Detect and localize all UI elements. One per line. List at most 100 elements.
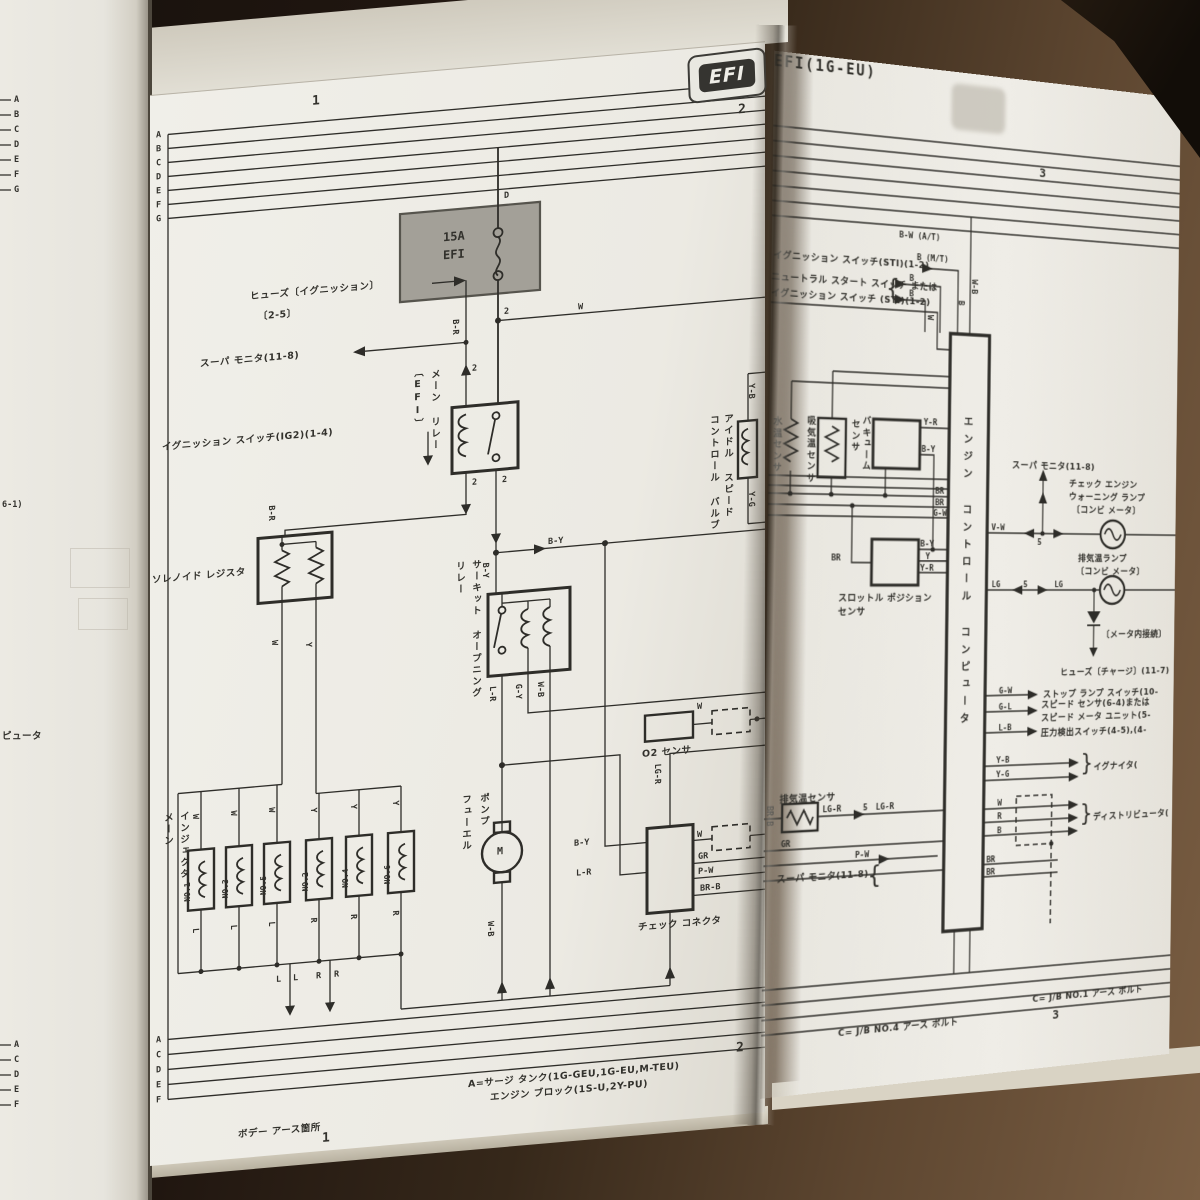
wire-b-y-drop	[604, 543, 647, 847]
injector-no: NO.3	[221, 878, 230, 899]
exhaust-lamp-circuit	[986, 576, 1175, 657]
margin-letter: B	[14, 110, 20, 120]
wire-label-l-b: L-B	[998, 723, 1012, 734]
main-relay	[284, 400, 520, 594]
check-engine-lamp-label3: 〔コンビ メータ〕	[1071, 504, 1141, 517]
wire-label-br: BR	[986, 867, 996, 878]
bus-letter: A	[156, 130, 162, 141]
fuel-pump	[480, 820, 524, 1001]
pin-label: 2	[502, 474, 508, 486]
motor-m: M	[497, 846, 504, 858]
fuse-name: EFI	[443, 246, 465, 263]
fuel-pump-label2: ポンプ	[478, 792, 489, 828]
wire-label-lg: LG	[1054, 580, 1064, 590]
wire-label-y-g: Y-G	[746, 490, 756, 508]
bus-letter: F	[156, 200, 162, 211]
wire-label-br-b: BR-B	[700, 882, 721, 894]
wire-label-br: BR	[986, 855, 996, 866]
bus-letter: F	[156, 1095, 162, 1106]
wire-label-b-y: B-Y	[921, 444, 936, 456]
main-relay-label: メーン リレー	[429, 368, 440, 452]
injector-no: NO.1	[183, 882, 192, 903]
bus-letter: E	[156, 1080, 162, 1091]
wire-label-l: L	[276, 974, 282, 985]
margin-letter: D	[14, 140, 20, 150]
fuse-rating: 15A	[443, 228, 465, 245]
exhaust-temp-label: 排気温センサ	[779, 792, 836, 806]
wire-label-y-b: Y-B	[996, 755, 1010, 766]
wire-label-r: R	[334, 969, 340, 980]
wire-label-lg-r: LG-R	[822, 804, 842, 816]
brace: {	[867, 861, 882, 890]
injector-bank-label: メーン	[162, 811, 173, 848]
bus-letter: D	[156, 1065, 162, 1076]
bus-letter: B	[156, 144, 162, 155]
wire-label-w: W	[997, 798, 1002, 809]
wire-label-br: BR	[831, 553, 841, 564]
wire-label-w: W	[925, 314, 934, 321]
margin-letter: F	[14, 170, 20, 180]
wire-label-b: B	[909, 273, 915, 284]
right-page: EFI(1G-EU) 3 B-W (A/T) B (M/T) イグニッション ス…	[760, 50, 1180, 1099]
wire-label-b-y: B-Y	[574, 837, 590, 849]
injector-no: NO.2	[301, 871, 310, 892]
isc-label2: コントロール バルブ	[708, 414, 719, 532]
isc-label: アイドル スピード	[722, 412, 733, 519]
showthrough-box	[70, 548, 130, 588]
pin-label: 2	[504, 306, 510, 318]
wire-label-b-y: B-Y	[920, 539, 935, 550]
wire-label-r: R	[308, 917, 318, 924]
bus-letter: C	[156, 158, 162, 169]
left-page: 1 2 EFI A B C D E F G A C D E F 15A EFI …	[150, 41, 767, 1167]
wire-label-v-w: V-W	[991, 523, 1005, 534]
showthrough-box	[78, 598, 128, 630]
wire-label-br: BR	[935, 486, 945, 497]
wire-label-b: B	[997, 826, 1002, 837]
wire-ig2	[423, 431, 433, 466]
wire-label-y: Y	[348, 803, 358, 810]
wire-label-w: W	[697, 701, 703, 713]
vacuum-label2: センサ	[849, 419, 860, 454]
bus-letter: G	[156, 214, 162, 225]
wire-label-r: R	[390, 910, 400, 917]
wire-label-y-b: Y-B	[746, 382, 756, 400]
wire-label-y: Y	[390, 800, 400, 807]
wire-label-l: L	[228, 924, 238, 931]
wire-label-r: R	[316, 971, 322, 982]
wire-label-y-r: Y-R	[920, 563, 934, 574]
margin-letter: G	[14, 185, 20, 195]
wire-label-lg-r: LG-R	[652, 763, 662, 785]
pin-label: 5	[862, 803, 868, 814]
left-diagram-geometry	[167, 81, 765, 1101]
vacuum-sensor	[872, 419, 950, 550]
wire-label-gr: GR	[698, 851, 709, 863]
cor-relay-label2: リレー	[454, 560, 465, 596]
margin-letter: A	[14, 95, 20, 105]
wire-label-lg-r: LG-R	[875, 802, 895, 813]
wire-label-l-r: L-R	[487, 685, 497, 702]
wire-label-w: W	[697, 829, 703, 841]
wire-label-b: B	[956, 300, 965, 306]
wire-label-w-b: W-B	[485, 920, 495, 938]
efi-logo-text: EFI	[698, 58, 756, 93]
brace: }	[1079, 800, 1093, 827]
ref-super-monitor: スーパ モニタ(11-8)	[1011, 460, 1096, 473]
fuel-pump-label: フューエル	[460, 793, 471, 853]
brace: }	[1080, 749, 1094, 777]
wire-label-w: W	[578, 302, 584, 313]
injector-no: NO.5	[259, 875, 268, 896]
wire-label-b-y: B-Y	[480, 562, 490, 579]
bus-letter: D	[156, 172, 162, 183]
bus-letter: E	[156, 186, 162, 197]
wire-label-b: B	[909, 289, 914, 300]
ground-collector	[401, 966, 675, 1010]
intake-temp-label: 吸気温センサ	[804, 415, 816, 485]
wire-label-p-w: P-W	[854, 850, 870, 861]
water-temp-label: 水温センサ	[770, 416, 782, 474]
wire-label-l: L	[266, 920, 276, 927]
margin-letter: F	[14, 1100, 20, 1110]
junction	[602, 540, 608, 547]
wire-label-y: Y	[308, 807, 318, 814]
wire-label-w: W	[190, 813, 200, 820]
exhaust-lamp-label: 排気温ランプ	[1077, 553, 1127, 565]
